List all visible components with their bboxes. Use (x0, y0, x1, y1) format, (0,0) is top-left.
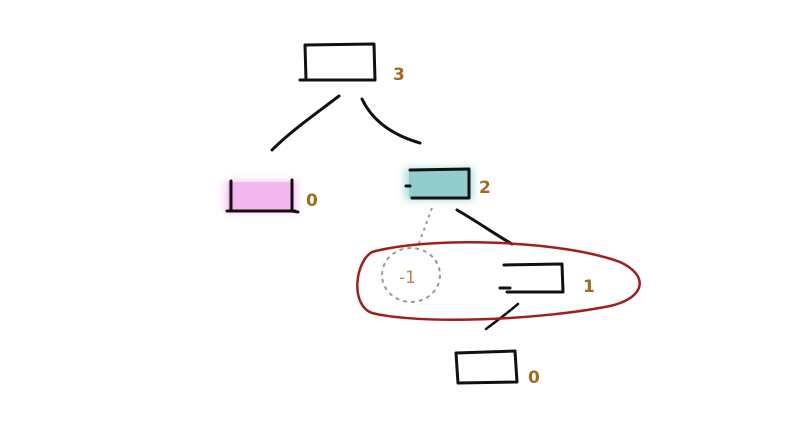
tree-node-root: 3 (298, 42, 405, 85)
edge-right-rightright (455, 208, 514, 246)
edge-root-right (360, 97, 422, 145)
edge-right-null (417, 207, 433, 247)
node-left-height-label: 0 (306, 191, 318, 211)
grouping-ellipse (356, 241, 641, 321)
tree-node-right-right: 1 (498, 262, 595, 297)
tree-node-null: -1 (381, 247, 441, 303)
edge-rightright-leaf (484, 302, 520, 331)
edge-root-left (270, 94, 341, 152)
tree-node-left: 0 (225, 178, 318, 214)
tree-node-right: 2 (404, 167, 491, 200)
node-right-height-label: 2 (479, 178, 491, 198)
node-null-height-label: -1 (399, 268, 416, 288)
node-root-height-label: 3 (393, 65, 405, 85)
node-right-right-height-label: 1 (583, 277, 595, 297)
node-leaf-height-label: 0 (528, 368, 540, 388)
tree-node-leaf: 0 (454, 349, 540, 388)
